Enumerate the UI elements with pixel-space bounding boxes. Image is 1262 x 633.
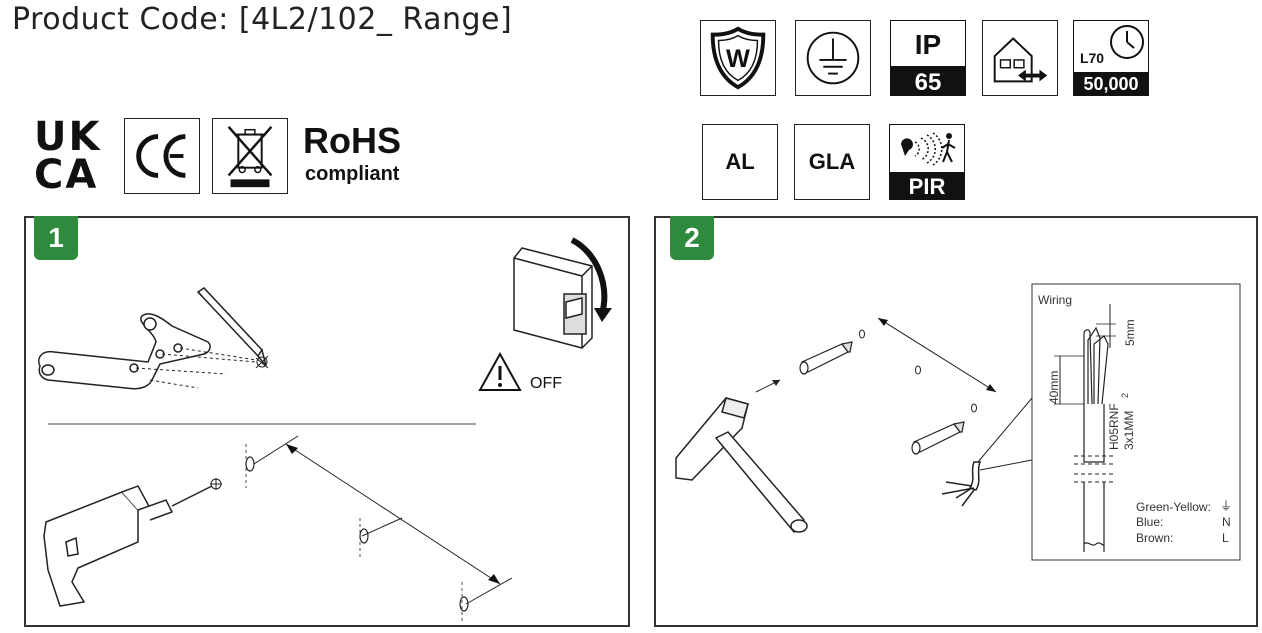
wall-plug-icon [911,421,965,455]
gla-badge: GLA [794,124,870,200]
hours-label: 50,000 [1083,74,1138,94]
ce-mark-icon [124,118,200,194]
pir-sensor-icon: PIR [889,124,965,200]
dim-5mm-label: 5mm [1123,319,1137,346]
cable-type-label: H05RNF [1107,403,1121,450]
lifetime-clock-icon: L70 50,000 [1073,20,1149,96]
w-letter: W [726,45,750,73]
wall-plug-icon [799,341,853,375]
off-label: OFF [530,375,562,392]
hammer-icon [675,397,808,534]
al-badge: AL [702,124,778,200]
ip-rating: 65 [915,69,942,96]
gla-label: GLA [808,149,856,174]
page-title: Product Code: [4L2/102_ Range] [12,2,513,37]
cable-size-label: 3x1MM [1122,411,1136,450]
pir-label: PIR [909,174,946,199]
step-1-badge: 1 [34,216,78,260]
step-2-illustration: Wiring 40mm 5mm H05RNF 3x1MM 2 Green-Yel… [675,283,1241,561]
wiring-title: Wiring [1038,293,1072,307]
pencil-icon [196,287,267,367]
dim-40mm-label: 40mm [1047,371,1061,404]
wire-bundle-icon [941,461,982,507]
circuit-breaker-icon [513,247,593,349]
l70-label: L70 [1080,50,1104,66]
step-2-panel: 2 [654,216,1258,627]
step-1-panel: 1 [24,216,630,627]
compliant-label: compliant [305,163,400,185]
indoor-outdoor-icon [982,20,1058,96]
wire-legend-value: L [1222,531,1229,545]
step-2-badge: 2 [670,216,714,260]
rohs-label: RoHS [303,120,401,161]
weee-bin-icon [212,118,288,194]
mounting-bracket-icon [38,313,211,390]
warning-icon [478,351,522,391]
wire-legend-value: ⏚ [1220,499,1232,513]
al-label: AL [725,149,755,174]
wire-legend-name: Blue: [1136,515,1163,529]
wiring-detail-box [1031,283,1241,561]
rohs-mark: RoHS compliant [303,122,401,188]
ukca-top: UK [34,114,102,160]
wire-legend-value: N [1222,515,1231,529]
earth-ground-icon [795,20,871,96]
ip-label: IP [915,29,941,60]
cable-size-sup: 2 [1120,393,1130,398]
ukca-mark-icon: UK CA [34,114,112,198]
step-1-illustration: OFF [38,237,612,622]
drill-icon [43,485,213,607]
weather-shield-icon: W [700,20,776,96]
wire-legend-name: Green-Yellow: [1136,500,1211,514]
ukca-bottom: CA [34,152,99,198]
wire-legend-name: Brown: [1136,531,1173,545]
ip65-icon: IP 65 [890,20,966,96]
